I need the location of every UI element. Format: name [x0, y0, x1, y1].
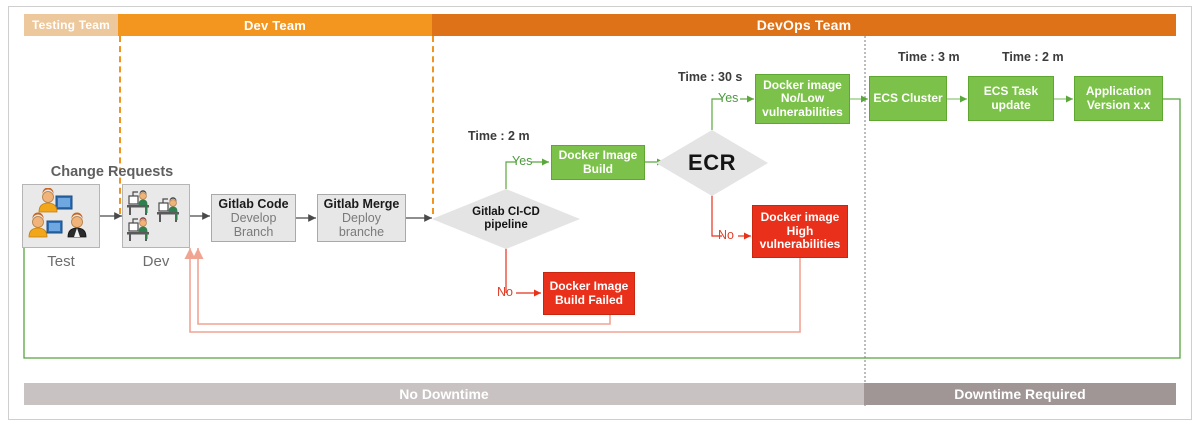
decision-cicd-line2: pipeline [484, 219, 528, 231]
node-gitlab-code-line3: Branch [233, 225, 274, 239]
node-high-vuln-line3: vulnerabilities [759, 237, 841, 252]
lane-divider-testing-dev [119, 36, 121, 214]
footer-label-no-downtime: No Downtime [399, 386, 489, 402]
time-label-cluster: Time : 3 m [898, 50, 960, 64]
branch-label-pipeline-yes: Yes [512, 154, 533, 168]
time-label-task: Time : 2 m [1002, 50, 1064, 64]
node-ecs-cluster[interactable]: ECS Cluster [869, 76, 947, 121]
branch-label-ecr-no: No [718, 228, 734, 242]
node-gitlab-merge-line2: Deploy [342, 211, 381, 225]
dev-team-group [122, 184, 190, 248]
node-no-low-vulnerabilities[interactable]: Docker image No/Low vulnerabilities [755, 74, 850, 124]
node-docker-image-build-line2: Build [583, 161, 613, 176]
branch-label-pipeline-no: No [497, 285, 513, 299]
node-gitlab-merge-line1: Gitlab Merge [323, 197, 400, 211]
node-application-version-line1: Application [1085, 84, 1152, 99]
node-docker-image-build[interactable]: Docker Image Build [551, 145, 645, 180]
node-docker-image-build-line1: Docker Image [558, 148, 638, 163]
test-team-group [22, 184, 100, 248]
time-label-scan: Time : 30 s [678, 70, 743, 84]
node-gitlab-code[interactable]: Gitlab Code Develop Branch [211, 194, 296, 242]
test-team-caption: Test [47, 253, 75, 270]
test-users-icon [28, 188, 87, 238]
time-label-build: Time : 2 m [468, 129, 530, 143]
lane-header-testing-team: Testing Team [24, 14, 118, 36]
node-ecs-task-update-line1: ECS Task [983, 84, 1039, 99]
node-no-low-vuln-line2: No/Low [780, 91, 825, 106]
decision-gitlab-cicd-pipeline-text: Gitlab CI-CD pipeline [472, 206, 540, 232]
node-gitlab-merge[interactable]: Gitlab Merge Deploy branche [317, 194, 406, 242]
node-no-low-vuln-line3: vulnerabilities [762, 104, 843, 119]
decision-cicd-line1: Gitlab CI-CD [472, 205, 540, 218]
lane-divider-dev-devops [432, 36, 434, 214]
node-gitlab-code-line2: Develop [230, 211, 277, 225]
node-application-version-line2: Version x.x [1086, 97, 1151, 112]
lane-header-devops-team: DevOps Team [432, 14, 1176, 36]
lane-label-dev-team: Dev Team [243, 17, 307, 33]
node-high-vulnerabilities[interactable]: Docker image High vulnerabilities [752, 205, 848, 258]
decision-ecr-text: ECR [688, 150, 736, 176]
node-ecs-task-update-line2: update [991, 97, 1031, 112]
lane-label-devops-team: DevOps Team [756, 17, 852, 33]
node-gitlab-merge-line3: branche [338, 225, 385, 239]
dev-workstations-icon [127, 190, 179, 241]
node-ecs-task-update[interactable]: ECS Task update [968, 76, 1054, 121]
dev-team-caption: Dev [142, 253, 170, 270]
node-no-low-vuln-line1: Docker image [763, 77, 842, 92]
node-high-vuln-line2: High [786, 223, 814, 238]
lane-header-dev-team: Dev Team [118, 14, 432, 36]
node-docker-build-failed-line1: Docker Image [549, 279, 629, 294]
node-application-version[interactable]: Application Version x.x [1074, 76, 1163, 121]
node-gitlab-code-line1: Gitlab Code [218, 197, 289, 211]
node-docker-build-failed-line2: Build Failed [554, 292, 623, 307]
node-high-vuln-line1: Docker image [760, 210, 840, 225]
node-ecs-cluster-line1: ECS Cluster [873, 90, 943, 105]
branch-label-ecr-yes: Yes [718, 91, 739, 105]
change-requests-label: Change Requests [50, 164, 174, 180]
downtime-boundary-divider [864, 36, 866, 406]
lane-label-testing-team: Testing Team [32, 18, 110, 32]
footer-no-downtime: No Downtime [24, 383, 864, 405]
footer-downtime-required: Downtime Required [864, 383, 1176, 405]
footer-label-downtime-required: Downtime Required [954, 386, 1086, 402]
node-docker-image-build-failed[interactable]: Docker Image Build Failed [543, 272, 635, 315]
